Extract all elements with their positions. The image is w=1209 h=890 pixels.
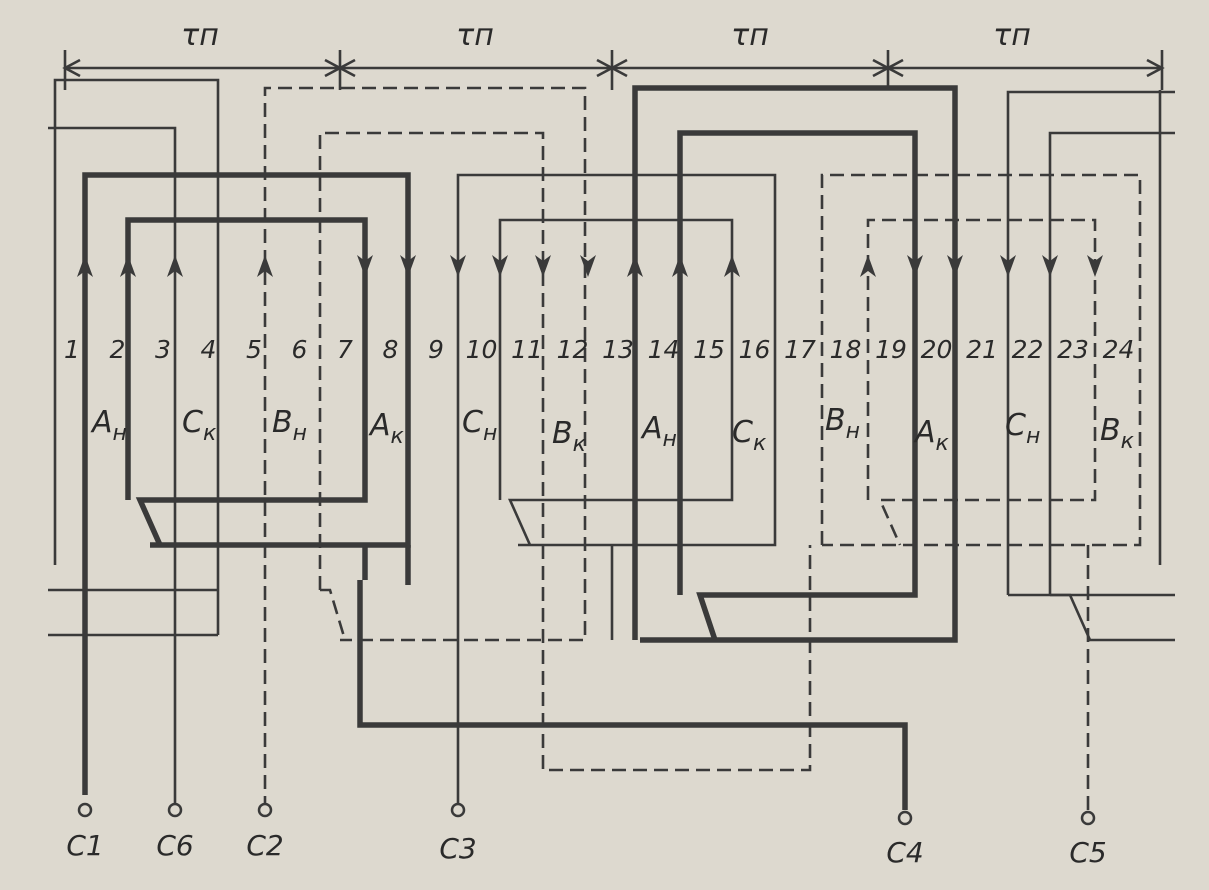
slot-number: 8 — [383, 335, 399, 364]
terminal-circle — [450, 802, 466, 818]
pole-pitch-label: τп — [181, 18, 219, 53]
phase-label: Ск — [732, 415, 767, 456]
terminal-label: C2 — [246, 829, 283, 862]
current-arrow — [724, 255, 740, 277]
slot-number: 17 — [784, 335, 816, 364]
phase-label: Сн — [1005, 408, 1040, 449]
slot-number: 4 — [201, 335, 217, 364]
phase-label: Вк — [552, 416, 587, 457]
phase-label: Вн — [825, 403, 860, 444]
phase-label: Сн — [462, 405, 497, 446]
terminal-circle — [1080, 810, 1096, 826]
current-arrow — [1087, 255, 1103, 277]
slot-number: 14 — [648, 335, 680, 364]
current-arrow — [257, 255, 273, 277]
slot-number: 6 — [292, 335, 308, 364]
slot-number: 1 — [64, 335, 80, 364]
pole-pitch-dimensions: τп τп τп τп — [62, 18, 1165, 90]
slot-number: 13 — [602, 335, 634, 364]
slot-number: 16 — [739, 335, 771, 364]
terminal-circle — [167, 802, 183, 818]
terminal-label: C6 — [156, 829, 193, 862]
phase-label: Вн — [272, 405, 307, 446]
terminal-label: C5 — [1069, 836, 1106, 869]
slot-number: 18 — [830, 335, 862, 364]
phase-label: Вк — [1100, 413, 1135, 454]
slot-number: 20 — [921, 335, 953, 364]
pole-pitch-label: τп — [456, 18, 494, 53]
current-arrow — [947, 255, 963, 277]
phase-label: Ск — [182, 405, 217, 446]
slot-number: 19 — [875, 335, 907, 364]
pole-pitch-label: τп — [731, 18, 769, 53]
current-direction-arrows — [77, 255, 1103, 277]
terminal-label: C1 — [66, 829, 103, 862]
current-arrow — [77, 255, 93, 277]
current-arrow — [120, 255, 136, 277]
phase-label: Ан — [640, 411, 677, 452]
slot-number: 23 — [1057, 335, 1089, 364]
current-arrow — [860, 255, 876, 277]
phase-label: Ак — [913, 415, 950, 456]
slot-number: 12 — [557, 335, 589, 364]
terminal-circle — [257, 802, 273, 818]
terminals: C1 C6 C2 C3 C4 C5 — [66, 802, 1107, 869]
terminal-label: C4 — [886, 836, 923, 869]
current-arrow — [672, 255, 688, 277]
current-arrow — [1000, 255, 1016, 277]
terminal-circle — [897, 810, 913, 826]
current-arrow — [492, 255, 508, 277]
phase-label: Ан — [90, 405, 127, 446]
slot-number: 2 — [110, 335, 126, 364]
pole-pitch-label: τп — [993, 18, 1031, 53]
current-arrow — [450, 255, 466, 277]
slot-number: 15 — [693, 335, 725, 364]
current-arrow — [167, 255, 183, 277]
slot-number: 7 — [337, 335, 353, 364]
current-arrow — [357, 255, 373, 277]
current-arrow — [627, 255, 643, 277]
current-arrow — [580, 255, 596, 277]
slot-number: 22 — [1012, 335, 1044, 364]
terminal-circle — [77, 802, 93, 818]
slot-number: 5 — [246, 335, 262, 364]
slot-number: 3 — [155, 335, 171, 364]
phase-labels: Ан Ск Вн Ак Сн Вк Ан Ск Вн Ак Сн Вк — [90, 403, 1135, 457]
slot-number: 9 — [428, 335, 444, 364]
phase-label: Ак — [368, 408, 405, 449]
current-arrow — [400, 255, 416, 277]
current-arrow — [1042, 255, 1058, 277]
phase-c-winding — [48, 78, 1175, 810]
slot-number: 11 — [511, 335, 543, 364]
current-arrow — [535, 255, 551, 277]
current-arrow — [907, 255, 923, 277]
slot-number: 24 — [1103, 335, 1135, 364]
phase-a-winding — [82, 85, 958, 810]
slot-number: 21 — [966, 335, 998, 364]
terminal-label: C3 — [439, 832, 476, 865]
slot-number: 10 — [466, 335, 498, 364]
